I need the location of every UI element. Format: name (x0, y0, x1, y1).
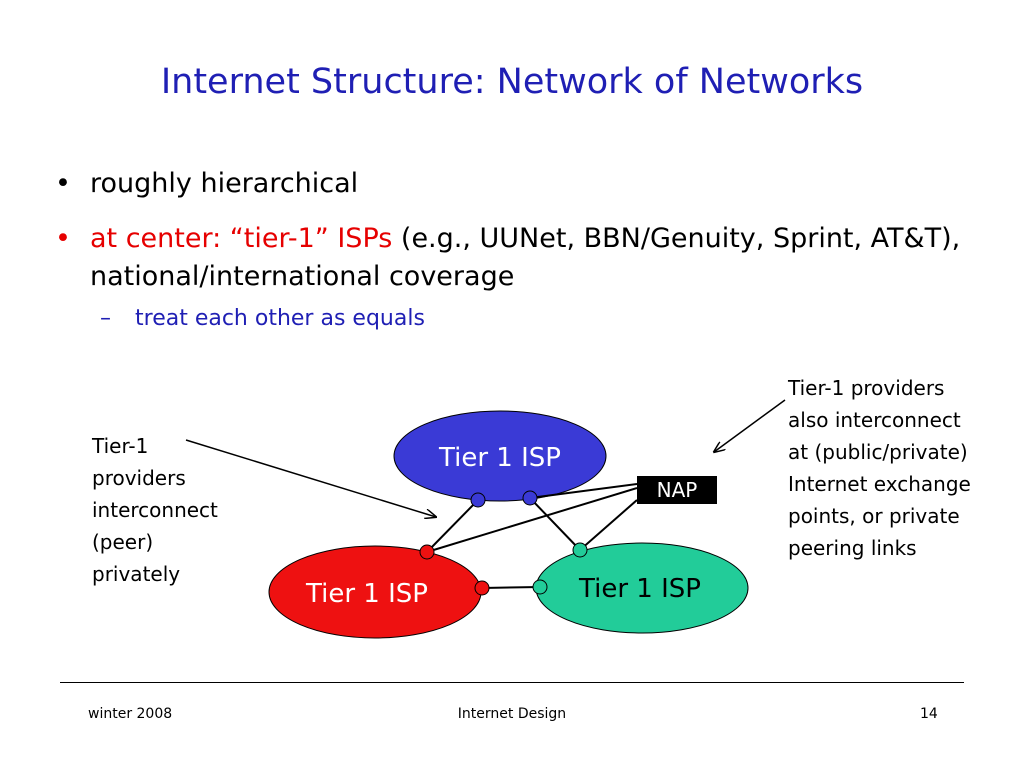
sub-bullet-text: treat each other as equals (135, 306, 425, 331)
note-right-line: Internet exchange (788, 472, 971, 496)
link-left-right (481, 586, 541, 589)
note-left-line: (peer) (92, 530, 154, 554)
bullet-text: roughly hierarchical (90, 168, 359, 199)
note-right-line: also interconnect (788, 408, 961, 432)
router-dot (522, 490, 538, 506)
note-left: Tier-1 providers interconnect (peer) pri… (92, 430, 252, 590)
router-dot (470, 492, 486, 508)
bullet-highlight: at center: “tier-1” ISPs (90, 223, 393, 254)
router-dot (419, 544, 435, 560)
note-right-line: peering links (788, 536, 917, 560)
nap-box: NAP (637, 476, 717, 504)
note-right-line: Tier-1 providers (788, 376, 945, 400)
footer-left: winter 2008 (88, 706, 173, 722)
bullet-marker: • (55, 168, 71, 199)
note-left-line: providers (92, 466, 186, 490)
isp-left-label: Tier 1 ISP (305, 579, 428, 609)
link-left-nap (426, 487, 638, 553)
isp-right-label: Tier 1 ISP (578, 574, 701, 604)
router-dot (532, 579, 548, 595)
bullet-marker: • (55, 223, 71, 254)
sub-bullet-marker: – (100, 306, 111, 331)
note-right-line: points, or private (788, 504, 960, 528)
router-dot (572, 542, 588, 558)
slide-title: Internet Structure: Network of Networks (160, 62, 864, 102)
link-top-left (426, 499, 479, 553)
note-left-line: interconnect (92, 498, 218, 522)
arrow-left-note (185, 439, 436, 517)
link-top-right (529, 497, 581, 551)
link-right-nap (579, 499, 638, 551)
note-right: Tier-1 providers also interconnect at (p… (788, 372, 1023, 564)
footer-divider (60, 682, 964, 683)
isp-top-label: Tier 1 ISP (438, 443, 561, 473)
note-right-line: at (public/private) (788, 440, 968, 464)
router-dot (474, 580, 490, 596)
isp-top-node (393, 410, 607, 502)
arrow-right-note (714, 399, 786, 452)
link-top-nap (529, 483, 638, 499)
bullet-text: (e.g., UUNet, BBN/Genuity, Sprint, AT&T)… (90, 223, 961, 292)
footer-center: Internet Design (457, 706, 567, 722)
note-left-line: privately (92, 562, 181, 586)
note-left-line: Tier-1 (92, 434, 149, 458)
page-number: 14 (920, 706, 938, 722)
